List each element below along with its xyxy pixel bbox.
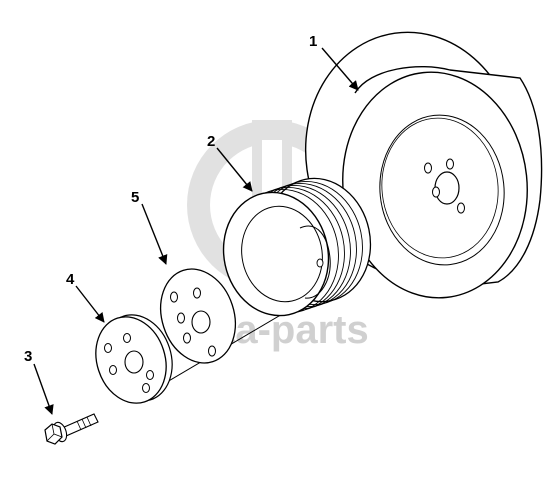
part-3-hex-bolt — [44, 413, 99, 445]
callout-5-leader — [141, 203, 168, 265]
callout-1-leader — [321, 47, 359, 91]
callout-4-leader — [75, 285, 105, 323]
callout-2-leader — [216, 147, 253, 192]
part-4-spacer-washer — [95, 314, 173, 404]
callout-3: 3 — [24, 348, 32, 365]
callout-4: 4 — [66, 271, 75, 288]
callout-2: 2 — [207, 133, 215, 150]
callout-1: 1 — [309, 33, 317, 50]
callout-5: 5 — [131, 189, 139, 206]
callout-3-leader — [33, 363, 54, 415]
part-5-washer-plate — [160, 268, 236, 364]
part-2-grooved-pulley — [222, 177, 372, 317]
watermark-text: ta-parts — [222, 308, 369, 352]
